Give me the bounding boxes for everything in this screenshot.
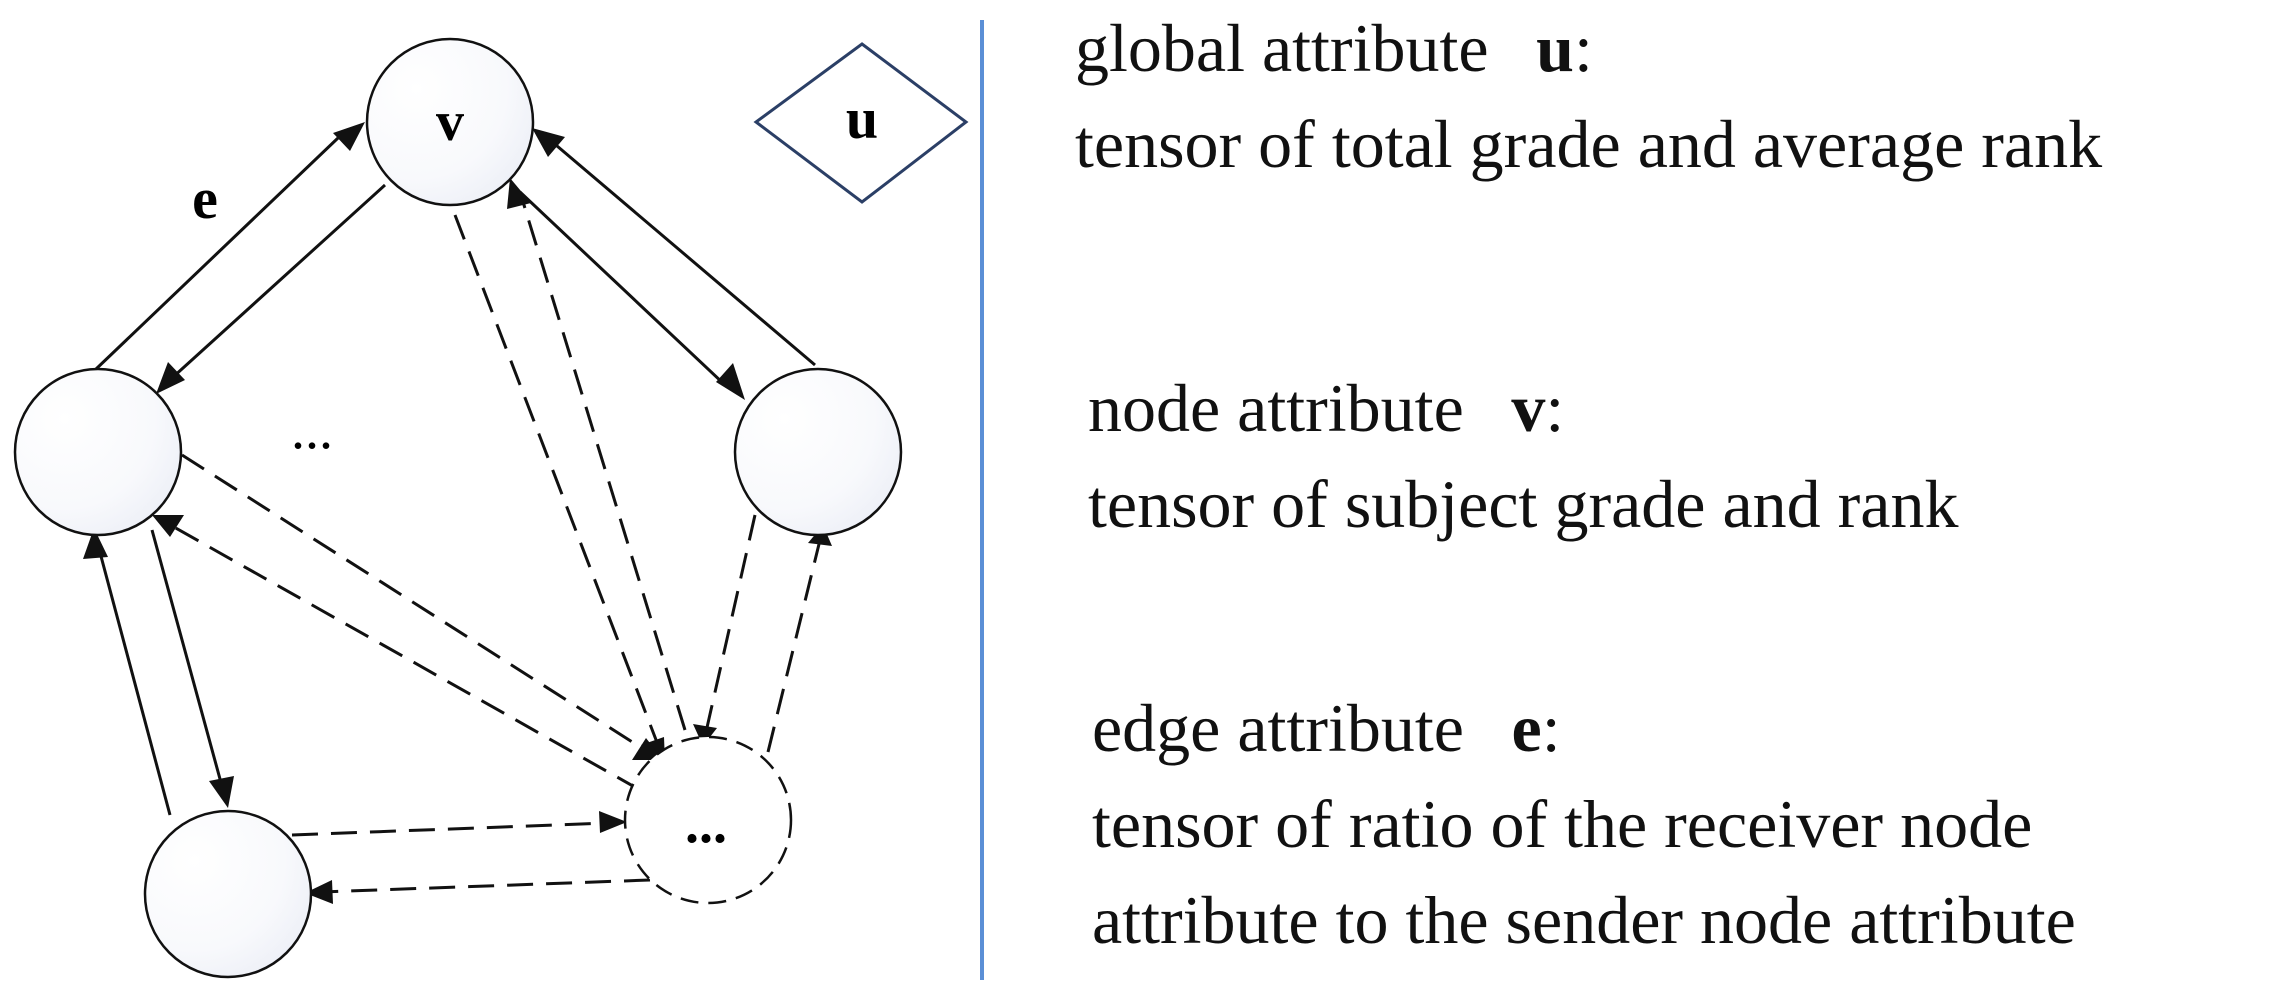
edge-bottomleft-to-dashnode — [291, 821, 609, 837]
arrowhead — [599, 811, 627, 833]
edge-dashnode-to-left — [164, 520, 641, 792]
edge-right-to-dashnode — [704, 514, 757, 733]
legend-edge-symbol: e — [1511, 690, 1542, 766]
edge-dashnode-to-top — [518, 191, 687, 731]
arrowhead — [156, 362, 185, 394]
arrowhead — [152, 515, 184, 537]
edge-bottomleft-to-left — [96, 544, 172, 816]
edge-top-to-left — [170, 183, 387, 380]
legend-global: global attribute u: tensor of total grade… — [1075, 0, 2102, 192]
node-left — [13, 367, 183, 537]
legend-global-colon: : — [1573, 10, 1593, 86]
arrowhead — [632, 738, 663, 760]
global-diamond: u — [753, 42, 969, 204]
edge-left-to-top — [93, 136, 340, 372]
edge-right-to-top — [549, 138, 816, 367]
arrowhead — [83, 528, 108, 559]
arrowhead — [716, 363, 745, 400]
legend-edge-line-2: attribute to the sender node attribute — [1092, 882, 2076, 958]
global-symbol-u: u — [846, 86, 878, 151]
edge-left-to-dashnode — [181, 453, 649, 754]
edge-left-to-bottomleft — [150, 529, 225, 791]
legend-node: node attribute v: tensor of subject grade… — [1088, 360, 1958, 552]
legend-edge-heading: edge attribute — [1092, 690, 1464, 766]
edge-top-to-right — [518, 190, 727, 387]
legend-edge-colon: : — [1541, 690, 1561, 766]
legend-global-line: tensor of total grade and average rank — [1075, 106, 2103, 182]
node-top: v — [365, 37, 535, 207]
node-symbol-v: v — [436, 91, 464, 153]
legend-node-heading: node attribute — [1088, 370, 1464, 446]
legend-global-symbol: u — [1536, 10, 1574, 86]
legend-node-colon: : — [1545, 370, 1565, 446]
arrowheads — [83, 122, 832, 904]
legend-node-symbol: v — [1511, 370, 1546, 446]
graph-diagram: v ... e ... u — [13, 20, 984, 980]
edge-symbol-e: e — [192, 166, 218, 231]
arrowhead — [532, 128, 565, 157]
edge-top-to-dashnode — [453, 214, 660, 746]
arrowhead — [693, 724, 717, 746]
legend-global-heading-row: global attribute u: — [1075, 0, 2102, 96]
solid-edges — [93, 136, 816, 816]
legend-global-heading: global attribute — [1075, 10, 1489, 86]
dashed-node-ellipsis: ... — [685, 793, 727, 855]
edge-dashnode-to-right — [766, 539, 822, 753]
nodes-ellipsis: ... — [291, 399, 333, 461]
arrowhead — [305, 880, 333, 904]
legend-node-heading-row: node attribute v: — [1088, 360, 1958, 456]
arrowhead — [333, 122, 365, 151]
arrowhead — [507, 178, 531, 209]
legend-node-line: tensor of subject grade and rank — [1088, 466, 1959, 542]
dashed-edges — [164, 191, 822, 894]
edge-dashnode-to-bottomleft — [321, 878, 651, 894]
node-bottom-left — [143, 809, 313, 979]
node-dashed: ... — [623, 735, 793, 905]
legend-edge-line-1: tensor of ratio of the receiver node — [1092, 786, 2033, 862]
node-right — [733, 367, 903, 537]
arrowhead — [209, 776, 234, 808]
legend-edge: edge attribute e: tensor of ratio of the … — [1092, 680, 2076, 968]
legend-edge-heading-row: edge attribute e: — [1092, 680, 2076, 776]
